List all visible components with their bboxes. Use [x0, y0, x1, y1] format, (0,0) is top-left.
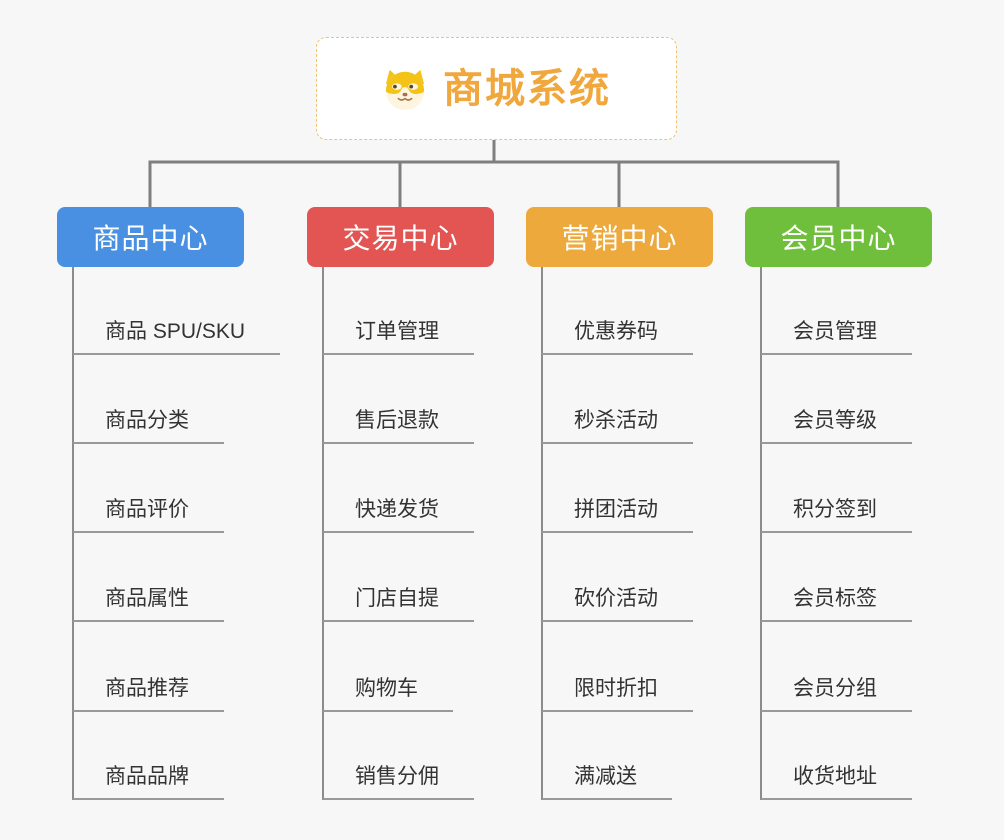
leaf-item[interactable]: 购物车 [323, 674, 453, 712]
leaf-item[interactable]: 售后退款 [323, 406, 474, 444]
shiba-dog-icon [385, 69, 425, 110]
leaf-item[interactable]: 门店自提 [323, 584, 474, 622]
leaf-item[interactable]: 商品推荐 [73, 674, 224, 712]
leaf-item[interactable]: 限时折扣 [542, 674, 693, 712]
leaf-item[interactable]: 拼团活动 [542, 495, 693, 533]
branch-trade-center[interactable]: 交易中心 [307, 207, 494, 267]
root-node-mall-system[interactable]: 商城系统 [316, 37, 677, 140]
leaf-item[interactable]: 收货地址 [761, 762, 912, 800]
leaf-item[interactable]: 商品 SPU/SKU [73, 317, 281, 355]
leaf-item[interactable]: 会员标签 [761, 584, 912, 622]
branch-label: 营销中心 [561, 223, 678, 254]
leaf-item[interactable]: 商品分类 [73, 406, 224, 444]
leaf-item[interactable]: 订单管理 [323, 317, 474, 355]
root-title: 商城系统 [443, 66, 611, 111]
leaf-item[interactable]: 会员分组 [761, 674, 912, 712]
leaf-item[interactable]: 会员管理 [761, 317, 912, 355]
leaf-item[interactable]: 快递发货 [323, 495, 474, 533]
branch-marketing-center[interactable]: 营销中心 [526, 207, 713, 267]
leaf-item[interactable]: 销售分佣 [323, 762, 474, 800]
leaf-item[interactable]: 秒杀活动 [542, 406, 693, 444]
branch-label: 交易中心 [342, 223, 459, 254]
leaf-item[interactable]: 优惠券码 [542, 317, 693, 355]
leaf-item[interactable]: 积分签到 [761, 495, 912, 533]
leaf-item[interactable]: 商品品牌 [73, 762, 224, 800]
leaf-item[interactable]: 商品评价 [73, 495, 224, 533]
branch-member-center[interactable]: 会员中心 [745, 207, 932, 267]
leaf-item[interactable]: 砍价活动 [542, 584, 693, 622]
branch-label: 会员中心 [780, 223, 897, 254]
branch-product-center[interactable]: 商品中心 [57, 207, 244, 267]
leaf-item[interactable]: 商品属性 [73, 584, 224, 622]
leaf-item[interactable]: 会员等级 [761, 406, 912, 444]
branch-label: 商品中心 [92, 223, 209, 254]
leaf-item[interactable]: 满减送 [542, 762, 672, 800]
